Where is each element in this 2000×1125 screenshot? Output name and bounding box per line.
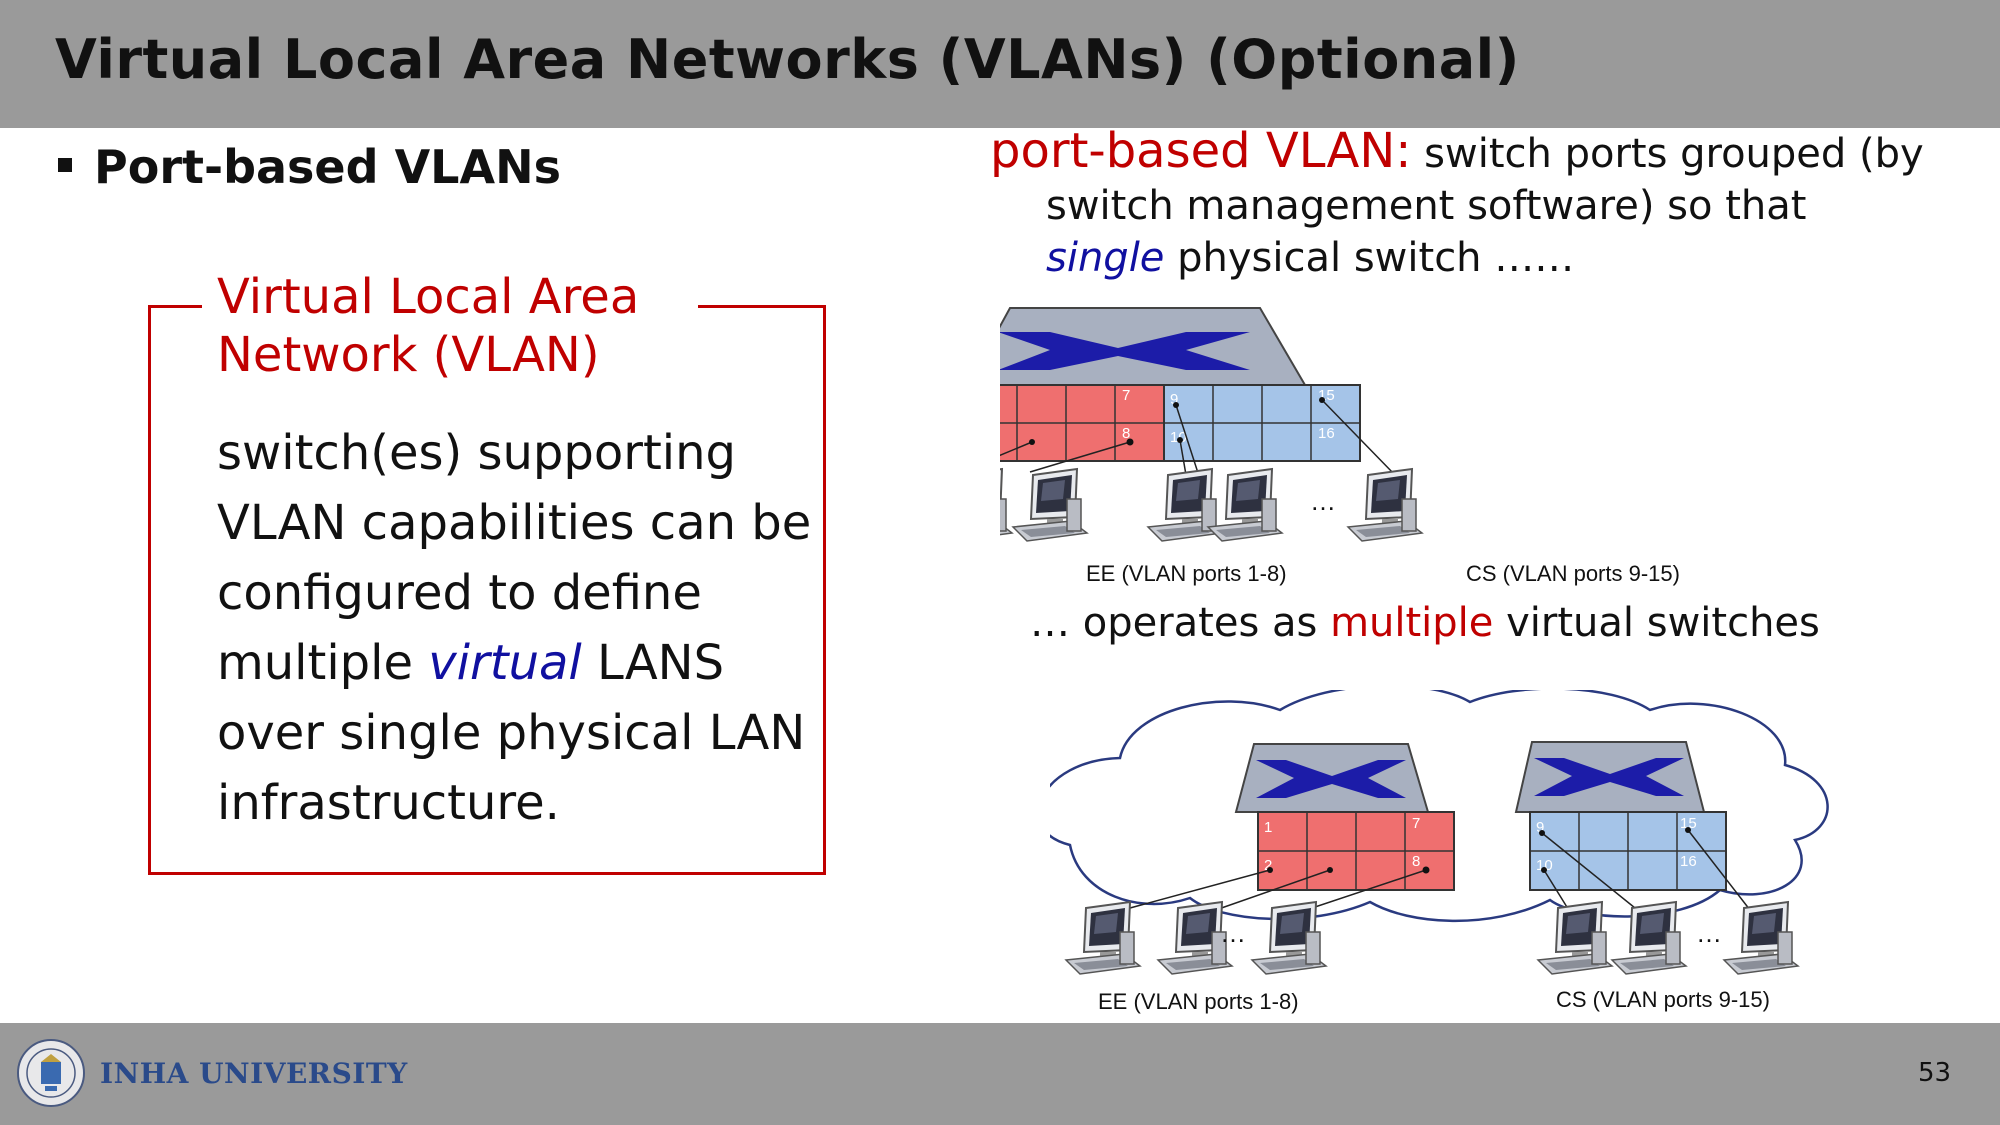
bullet-item: Port-based VLANs bbox=[58, 140, 561, 194]
cs-computers bbox=[1537, 901, 1799, 975]
definition-body-text: switch(es) supporting VLAN capabilities … bbox=[217, 425, 812, 691]
ee-label: EE (VLAN ports 1-8) bbox=[1086, 561, 1287, 586]
port-label-16: 16 bbox=[1318, 425, 1335, 442]
definition-body-text-end: LANS over single physical LAN infrastruc… bbox=[217, 635, 806, 831]
port-label-9: 9 bbox=[1170, 391, 1178, 408]
ee-ellipsis: … bbox=[1220, 918, 1246, 948]
computer-icon bbox=[1347, 468, 1423, 542]
title-bar: Virtual Local Area Networks (VLANs) (Opt… bbox=[0, 0, 2000, 128]
port-label-10: 10 bbox=[1536, 857, 1553, 874]
cs-computers bbox=[1147, 468, 1423, 542]
description-line-3: single physical switch …… bbox=[990, 232, 1990, 284]
bullet-square-icon bbox=[58, 157, 72, 172]
slide-title: Virtual Local Area Networks (VLANs) (Opt… bbox=[55, 28, 1520, 91]
cs-ellipsis: … bbox=[1310, 486, 1336, 516]
description-emphasis: single bbox=[1046, 235, 1165, 281]
bottom-diagram: 1 2 7 8 9 10 15 16 bbox=[1050, 690, 1829, 1014]
ee-computers bbox=[1065, 901, 1327, 975]
vlan-diagram: 1 2 7 8 9 10 15 16 … … EE (VLAN ports 1-… bbox=[1000, 307, 1680, 586]
bullet-text: Port-based VLANs bbox=[94, 140, 561, 194]
definition-body-emphasis: virtual bbox=[428, 635, 582, 691]
inha-university-seal-icon bbox=[17, 1039, 85, 1107]
footer-bar bbox=[0, 1023, 2000, 1125]
cs-ellipsis: … bbox=[1696, 918, 1722, 948]
port-label-7: 7 bbox=[1122, 387, 1130, 404]
ee-computers bbox=[1000, 468, 1088, 542]
switch-x-icon bbox=[1256, 760, 1406, 798]
operates-text-end: virtual switches bbox=[1493, 600, 1820, 646]
port-based-vlan-description: port-based VLAN: switch ports grouped (b… bbox=[990, 125, 1990, 284]
operates-caption: … operates as multiple virtual switches bbox=[1030, 600, 1820, 646]
switch-x-icon bbox=[1534, 758, 1684, 796]
university-name: INHA UNIVERSITY bbox=[100, 1057, 408, 1090]
computer-icon bbox=[1065, 901, 1141, 975]
cs-virtual-switch: 9 10 15 16 bbox=[1514, 741, 1727, 891]
description-line-2: switch management software) so that bbox=[1046, 183, 1807, 229]
port-label-16: 16 bbox=[1680, 853, 1697, 870]
computer-icon bbox=[1012, 468, 1088, 542]
definition-box-title-gap bbox=[202, 296, 698, 312]
port-based-vlan-term: port-based VLAN: bbox=[990, 123, 1412, 179]
switch-x-icon bbox=[1000, 332, 1250, 370]
computer-icon bbox=[1000, 468, 1013, 542]
physical-switch: 1 2 7 8 9 10 15 16 bbox=[1000, 307, 1361, 462]
description-line-1: switch ports grouped (by bbox=[1411, 131, 1924, 177]
cs-label: CS (VLAN ports 9-15) bbox=[1466, 561, 1680, 586]
ee-virtual-switch: 1 2 7 8 bbox=[1234, 743, 1455, 891]
operates-text: … operates as bbox=[1030, 600, 1331, 646]
computer-icon bbox=[1723, 901, 1799, 975]
port-label-7: 7 bbox=[1412, 815, 1420, 832]
operates-highlight: multiple bbox=[1330, 600, 1494, 646]
port-label-8: 8 bbox=[1122, 425, 1130, 442]
port-label-15: 15 bbox=[1680, 815, 1697, 832]
computer-icon bbox=[1207, 468, 1283, 542]
port-label-2: 2 bbox=[1264, 857, 1272, 874]
port-label-8: 8 bbox=[1412, 853, 1420, 870]
port-label-1: 1 bbox=[1264, 819, 1272, 836]
description-line-3-text: physical switch …… bbox=[1164, 235, 1575, 281]
computer-icon bbox=[1537, 901, 1613, 975]
port-label-9: 9 bbox=[1536, 819, 1544, 836]
page-number: 53 bbox=[1918, 1058, 1952, 1088]
cs-label: CS (VLAN ports 9-15) bbox=[1556, 987, 1770, 1012]
definition-title: Virtual Local Area Network (VLAN) bbox=[217, 269, 640, 383]
definition-body: switch(es) supporting VLAN capabilities … bbox=[217, 418, 817, 838]
ee-label: EE (VLAN ports 1-8) bbox=[1098, 989, 1299, 1014]
